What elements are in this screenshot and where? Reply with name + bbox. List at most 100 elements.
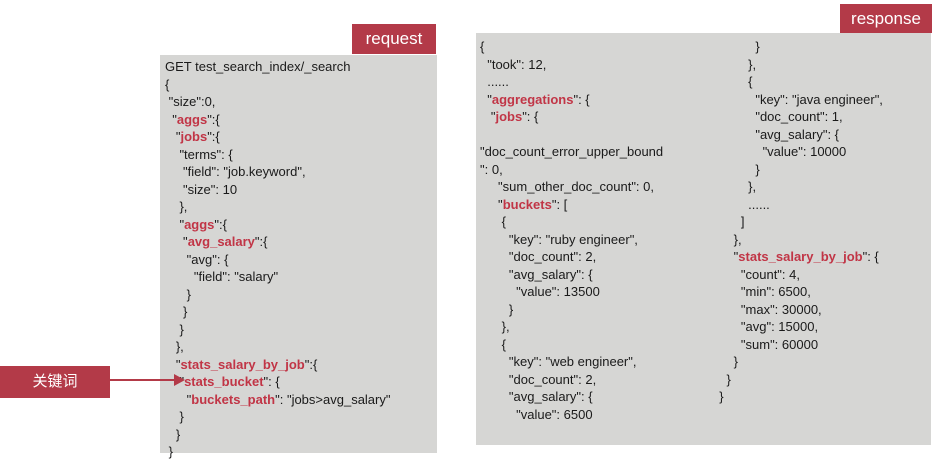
code-line: } <box>165 443 390 461</box>
code-text: }, <box>165 199 188 214</box>
code-line: "field": "salary" <box>165 268 390 286</box>
code-line: "aggs":{ <box>165 216 390 234</box>
code-text: " <box>712 249 739 264</box>
code-text: { <box>712 74 753 89</box>
code-line: "stats_bucket": { <box>165 373 390 391</box>
code-line: { <box>480 336 663 354</box>
code-text: "doc_count": 2, <box>480 371 597 387</box>
code-text: "value": 13500 <box>480 284 600 299</box>
code-text: "size":0, <box>165 94 216 109</box>
code-line: "stats_salary_by_job": { <box>712 248 883 266</box>
request-code-block: GET test_search_index/_search{ "size":0,… <box>165 58 390 461</box>
code-line: { <box>712 73 883 91</box>
code-text: ...... <box>712 196 770 212</box>
keyword-label-box: 关键词 <box>0 366 110 398</box>
code-line: { <box>165 76 390 94</box>
code-line: "size": 10 <box>165 181 390 199</box>
code-text: "max": 30000, <box>712 301 822 317</box>
code-text: " <box>480 109 496 124</box>
code-text: "doc_count": 1, <box>712 109 843 124</box>
code-text: "size": 10 <box>165 181 238 197</box>
code-line: "avg_salary":{ <box>165 233 390 251</box>
code-keyword: aggregations <box>491 91 574 107</box>
code-line: } <box>712 353 883 371</box>
code-text: "value": 6500 <box>480 406 593 422</box>
code-line: "avg_salary": { <box>480 266 663 284</box>
code-text: ":{ <box>304 356 318 372</box>
code-text: { <box>480 336 507 352</box>
code-line: }, <box>712 178 883 196</box>
code-text: { <box>480 39 485 54</box>
code-text: "doc_count_error_upper_bound <box>480 144 664 159</box>
code-line: "sum": 60000 <box>712 336 883 354</box>
code-line: "count": 4, <box>712 266 883 284</box>
code-keyword: avg_salary <box>187 234 255 249</box>
code-line: } <box>712 388 883 406</box>
code-line: "sum_other_doc_count": 0, <box>480 178 663 196</box>
code-line: } <box>712 371 883 389</box>
code-text: " <box>165 111 177 127</box>
code-line: "avg_salary": { <box>712 126 883 144</box>
code-text: "doc_count": 2, <box>480 249 597 264</box>
code-text: "key": "ruby engineer", <box>480 231 638 247</box>
code-text: }, <box>480 319 510 334</box>
code-line: "buckets_path": "jobs>avg_salary" <box>165 391 391 409</box>
code-line: ...... <box>712 196 883 214</box>
code-line: }, <box>165 338 390 356</box>
code-line: } <box>165 408 390 426</box>
code-text: ": { <box>862 249 879 264</box>
code-text: "sum_other_doc_count": 0, <box>480 179 654 194</box>
code-text: ": [ <box>551 196 568 212</box>
code-text: } <box>480 301 514 317</box>
code-text: } <box>165 304 188 319</box>
code-line: "stats_salary_by_job":{ <box>165 356 390 374</box>
code-line: } <box>165 303 390 321</box>
response-code-column-2: } }, { "key": "java engineer", "doc_coun… <box>712 38 883 406</box>
code-line: ] <box>712 213 883 231</box>
code-line: } <box>165 321 390 339</box>
code-text: "avg": { <box>165 251 229 267</box>
code-line: "aggs":{ <box>165 111 390 129</box>
code-text: ] <box>712 214 745 229</box>
code-keyword: stats_bucket <box>184 374 264 389</box>
code-keyword: jobs <box>495 109 523 124</box>
code-line: "took": 12, <box>480 56 663 74</box>
code-line: }, <box>165 198 390 216</box>
code-line: "doc_count": 2, <box>480 248 663 266</box>
code-text: "field": "job.keyword", <box>165 164 306 179</box>
code-line: { <box>480 213 663 231</box>
code-text: "key": "web engineer", <box>480 354 637 369</box>
code-text: } <box>712 39 760 54</box>
code-text: }, <box>712 231 742 247</box>
code-line: "key": "web engineer", <box>480 353 663 371</box>
code-text: ": "jobs>avg_salary" <box>275 391 391 407</box>
response-tag: response <box>840 4 932 33</box>
code-line: "field": "job.keyword", <box>165 163 390 181</box>
code-text: } <box>165 321 184 337</box>
code-line: }, <box>480 318 663 336</box>
code-line: ...... <box>480 73 663 91</box>
code-text: "count": 4, <box>712 266 800 282</box>
request-tag: request <box>352 24 436 54</box>
code-line: "jobs": { <box>480 108 663 126</box>
code-keyword: aggs <box>184 216 215 232</box>
code-line: "doc_count_error_upper_bound <box>480 143 663 161</box>
code-line: "terms": { <box>165 146 390 164</box>
keyword-arrow-icon <box>110 374 185 386</box>
code-line: "avg": 15000, <box>712 318 883 336</box>
code-text: ": { <box>263 374 280 389</box>
code-text: "terms": { <box>165 146 233 162</box>
code-text: "key": "java engineer", <box>712 91 883 107</box>
code-line: "aggregations": { <box>480 91 663 109</box>
code-text: } <box>712 354 739 369</box>
response-panel <box>476 33 931 445</box>
code-keyword: stats_salary_by_job <box>738 249 863 264</box>
code-text: "value": 10000 <box>712 144 847 159</box>
code-text: } <box>712 161 760 177</box>
code-keyword: jobs <box>180 129 208 144</box>
code-line: ": 0, <box>480 161 663 179</box>
code-text: "avg_salary": { <box>480 389 593 404</box>
code-text: ": { <box>573 91 590 107</box>
code-line: { <box>480 38 663 56</box>
code-keyword: aggs <box>176 111 208 127</box>
